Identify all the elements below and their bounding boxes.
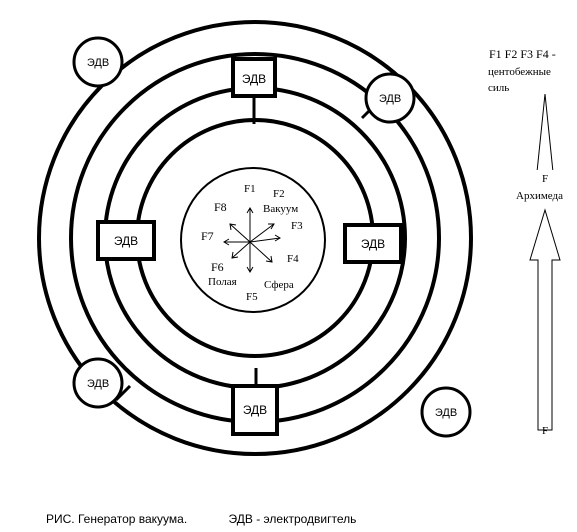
motor-label: ЭДВ <box>87 378 109 390</box>
motor-box-bottom: ЭДВ <box>231 384 279 436</box>
core-word-hollow: Полая <box>208 276 237 288</box>
force-label-f7: F7 <box>201 229 214 243</box>
motor-box-left: ЭДВ <box>96 220 156 261</box>
force-label-f6: F6 <box>211 260 224 274</box>
archimedes-arrow <box>529 93 561 431</box>
centrifugal-title-line2: центобежные <box>488 66 551 78</box>
core-word-sphere: Сфера <box>264 279 294 291</box>
force-label-f2: F2 <box>273 188 285 200</box>
motor-label: ЭДВ <box>379 93 401 105</box>
force-label-f3: F3 <box>291 220 303 232</box>
motor-label: ЭДВ <box>243 403 267 417</box>
archimedes-label: Архимеда <box>516 190 563 202</box>
motor-box-right: ЭДВ <box>343 223 403 264</box>
force-label-f1: F1 <box>244 183 256 195</box>
force-label-f5: F5 <box>246 291 258 303</box>
motor-circle-left: ЭДВ <box>72 357 124 409</box>
motor-label: ЭДВ <box>435 407 457 419</box>
caption-title: РИС. Генератор вакуума. <box>46 512 188 526</box>
core-word-vacuum: Вакуум <box>263 203 298 215</box>
centrifugal-title-line1: F1 F2 F3 F4 - <box>489 47 556 61</box>
archimedes-bottom-f-label: F <box>542 425 548 437</box>
force-label-f4: F4 <box>287 253 299 265</box>
force-arrows <box>223 207 281 273</box>
centrifugal-title-line3: силь <box>488 82 509 94</box>
outer-ring <box>37 20 473 456</box>
motor-box-top: ЭДВ <box>231 57 277 98</box>
figure-caption: РИС. Генератор вакуума. ЭДВ - электродви… <box>46 512 356 526</box>
caption-legend: ЭДВ - электродвигтель <box>228 512 357 526</box>
archimedes-label-bg <box>512 170 576 204</box>
motor-circle-top-left: ЭДВ <box>72 36 124 88</box>
motor-label: ЭДВ <box>361 237 385 251</box>
motor-label: ЭДВ <box>114 234 138 248</box>
archimedes-f-label: F <box>542 173 548 185</box>
motor-circle-upper-right: ЭДВ <box>364 72 416 124</box>
motor-label: ЭДВ <box>242 72 266 86</box>
motor-circle-bottom-right: ЭДВ <box>420 386 472 438</box>
motor-label: ЭДВ <box>87 57 109 69</box>
force-label-f8: F8 <box>214 200 227 214</box>
